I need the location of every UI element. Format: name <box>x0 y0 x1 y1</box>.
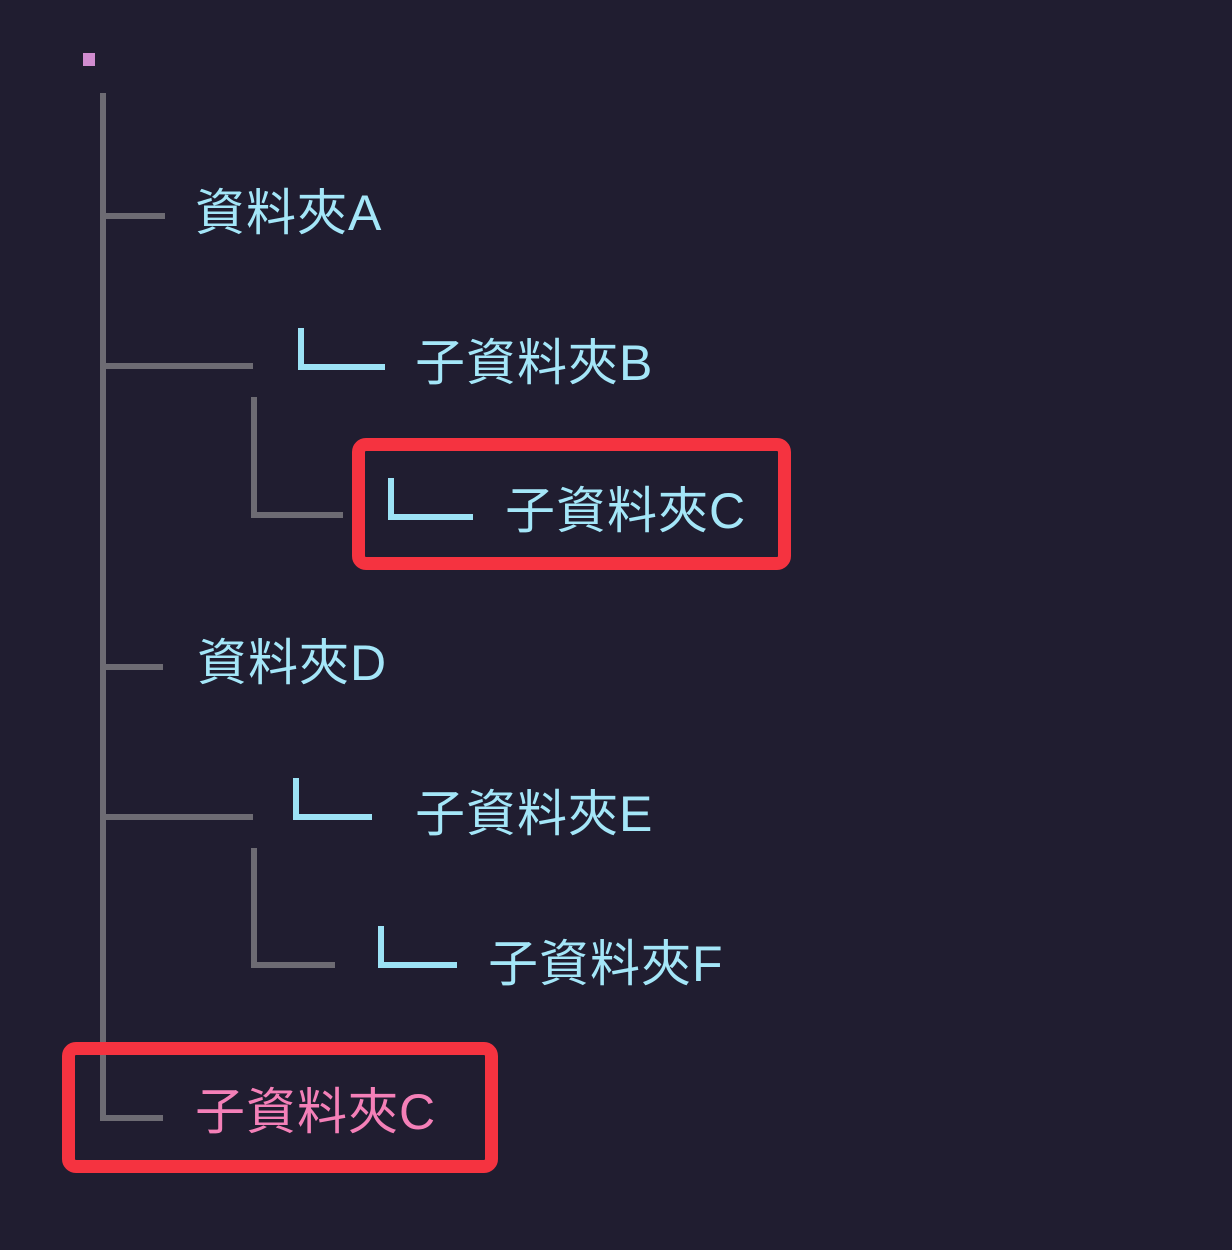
tree-branch-line-subfolder-b <box>100 363 253 369</box>
tree-node-subfolder-e: 子資料夾E <box>415 786 654 842</box>
elbow-connector-subfolder-b <box>298 328 385 370</box>
highlight-box-subfolder-c-duplicate <box>62 1042 498 1173</box>
tree-node-folder-d: 資料夾D <box>197 635 388 691</box>
tree-branch-line-folder-d <box>100 664 163 670</box>
tree-node-subfolder-f: 子資料夾F <box>488 936 724 992</box>
elbow-connector-subfolder-e <box>293 778 372 820</box>
elbow-connector-subfolder-c <box>388 478 473 520</box>
tree-node-subfolder-c-duplicate: 子資料夾C <box>195 1084 437 1140</box>
root-marker <box>83 53 95 66</box>
elbow-connector-subfolder-f <box>378 926 457 968</box>
tree-node-folder-a: 資料夾A <box>195 185 383 241</box>
tree-branch-line-subfolder-f <box>251 848 335 968</box>
highlight-box-subfolder-c <box>352 438 791 570</box>
tree-trunk-line <box>100 93 163 1121</box>
tree-node-subfolder-b: 子資料夾B <box>415 335 654 391</box>
tree-node-subfolder-c: 子資料夾C <box>505 483 747 539</box>
tree-branch-line-subfolder-c <box>251 397 343 518</box>
tree-branch-line-subfolder-e <box>100 814 253 820</box>
tree-branch-line-folder-a <box>100 213 165 219</box>
